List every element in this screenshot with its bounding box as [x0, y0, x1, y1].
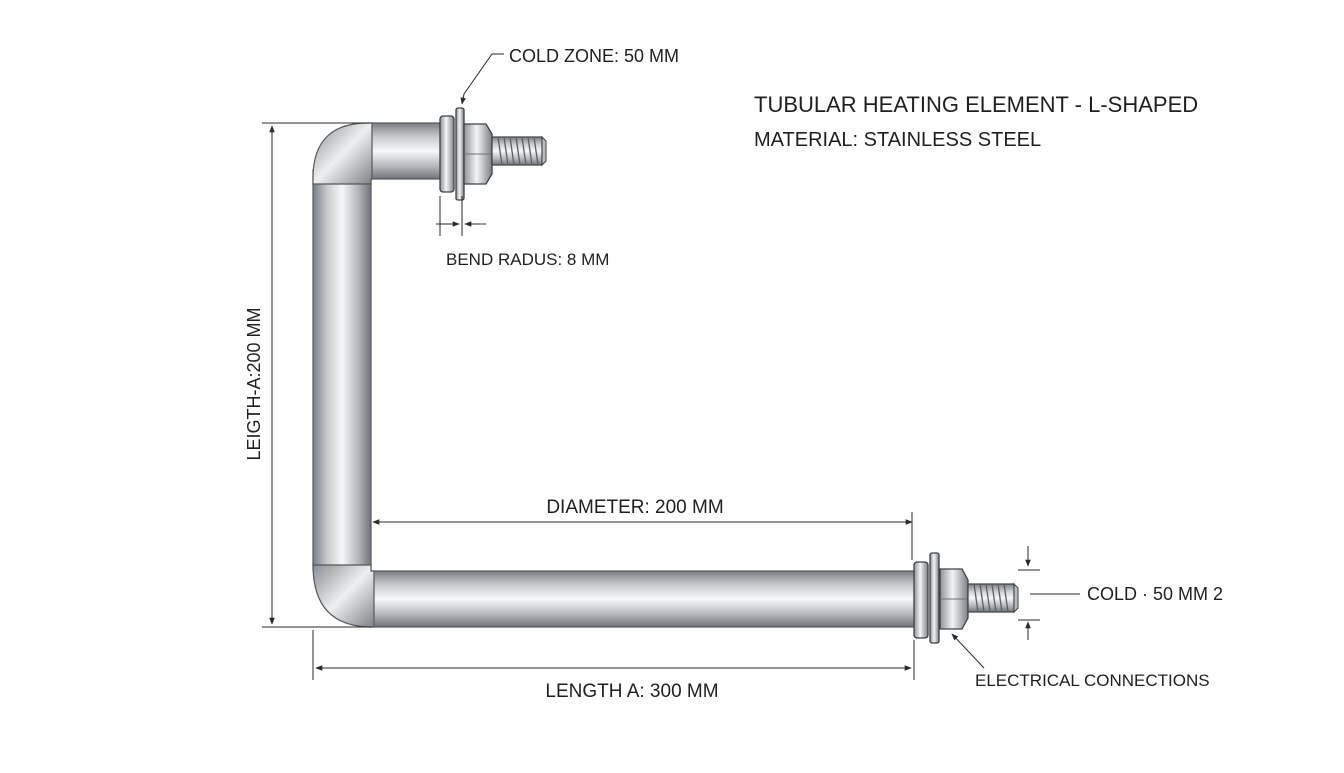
vertical-length-label: LEIGTH-A:200 MM — [244, 307, 264, 460]
right-washer — [929, 552, 940, 644]
cold-zone-top-label: COLD ZONE: 50 MM — [509, 46, 679, 66]
tube-body — [312, 122, 919, 628]
cold-zone-top-leader — [460, 53, 504, 105]
drawing-title: TUBULAR HEATING ELEMENT - L-SHAPED — [754, 92, 1198, 117]
right-terminal — [913, 552, 1019, 644]
bend-radius-label: BEND RADUS: 8 MM — [446, 250, 609, 269]
cold-zone-right-label: COLD · 50 MM 2 — [1087, 584, 1223, 604]
right-flange-washer — [913, 561, 929, 639]
top-flange-washer — [439, 115, 455, 193]
top-washer — [455, 107, 465, 201]
electrical-connections-label: ELECTRICAL CONNECTIONS — [975, 671, 1210, 690]
material-label: MATERIAL: STAINLESS STEEL — [754, 129, 1041, 151]
diameter-label: DIAMETER: 200 MM — [546, 497, 723, 518]
top-terminal — [439, 107, 547, 201]
length-a-label: LENGTH A: 300 MM — [545, 681, 718, 702]
electrical-connections-leader — [951, 633, 985, 669]
